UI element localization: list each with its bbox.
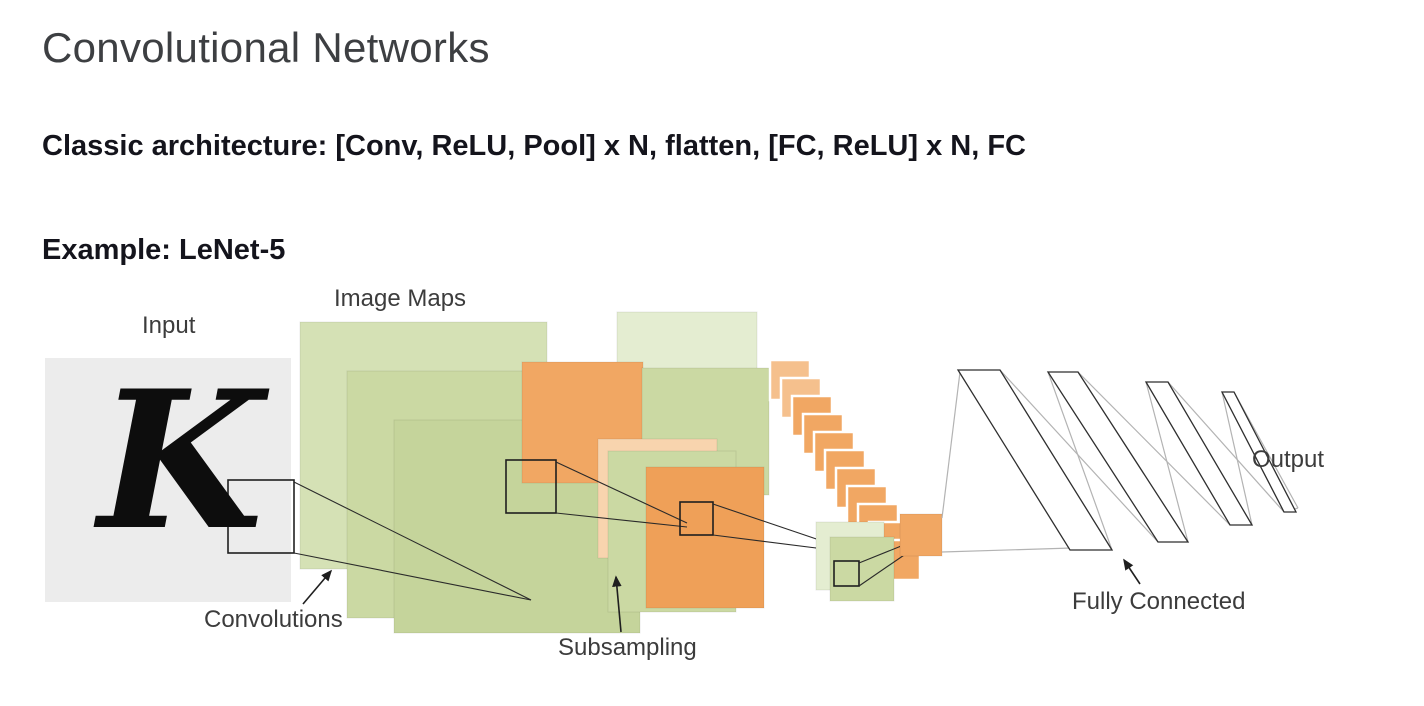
fc-connection-line bbox=[1221, 391, 1253, 526]
example-text: Example: LeNet-5 bbox=[42, 234, 286, 266]
receptive-field-window bbox=[679, 501, 714, 536]
output-label: Output bbox=[1252, 446, 1325, 473]
fc-layer-band bbox=[956, 369, 1114, 551]
receptive-field-window bbox=[505, 459, 557, 514]
fc-layer-band bbox=[1220, 391, 1298, 513]
fully-connected-label: Fully Connected bbox=[1072, 588, 1246, 615]
fully-connected-arrow bbox=[1123, 558, 1141, 585]
input-letter-glyph: K bbox=[98, 349, 264, 572]
slide-title: Convolutional Networks bbox=[42, 24, 490, 71]
convolution-projection-line bbox=[293, 481, 532, 601]
tiny-feature-map bbox=[899, 513, 943, 557]
fc-connection-line bbox=[1167, 381, 1285, 513]
convolutions-arrow bbox=[302, 569, 333, 605]
fc-connection-line bbox=[1077, 371, 1231, 526]
fc-connection-line bbox=[1145, 381, 1189, 543]
convolution-projection-line bbox=[555, 512, 688, 528]
fc-connection-line bbox=[1047, 371, 1113, 551]
receptive-field-window bbox=[227, 479, 295, 554]
fc-layer-band bbox=[1144, 381, 1254, 526]
fc-layer-band bbox=[1046, 371, 1190, 543]
subsampled-feature-map bbox=[645, 466, 765, 609]
fc-connection-line bbox=[999, 369, 1159, 543]
convolution-projection-line bbox=[555, 461, 688, 524]
subsampling-label: Subsampling bbox=[558, 634, 697, 661]
convolution-projection-line bbox=[293, 552, 532, 601]
fc-connection-line bbox=[941, 371, 961, 519]
receptive-field-window bbox=[833, 560, 860, 587]
image-maps-label: Image Maps bbox=[334, 285, 467, 312]
input-label: Input bbox=[142, 312, 196, 339]
fc-connection-line bbox=[941, 547, 1073, 553]
architecture-text: Classic architecture: [Conv, ReLU, Pool]… bbox=[42, 130, 1026, 162]
subsampling-arrow bbox=[612, 575, 622, 633]
convolutions-label: Convolutions bbox=[204, 606, 343, 633]
